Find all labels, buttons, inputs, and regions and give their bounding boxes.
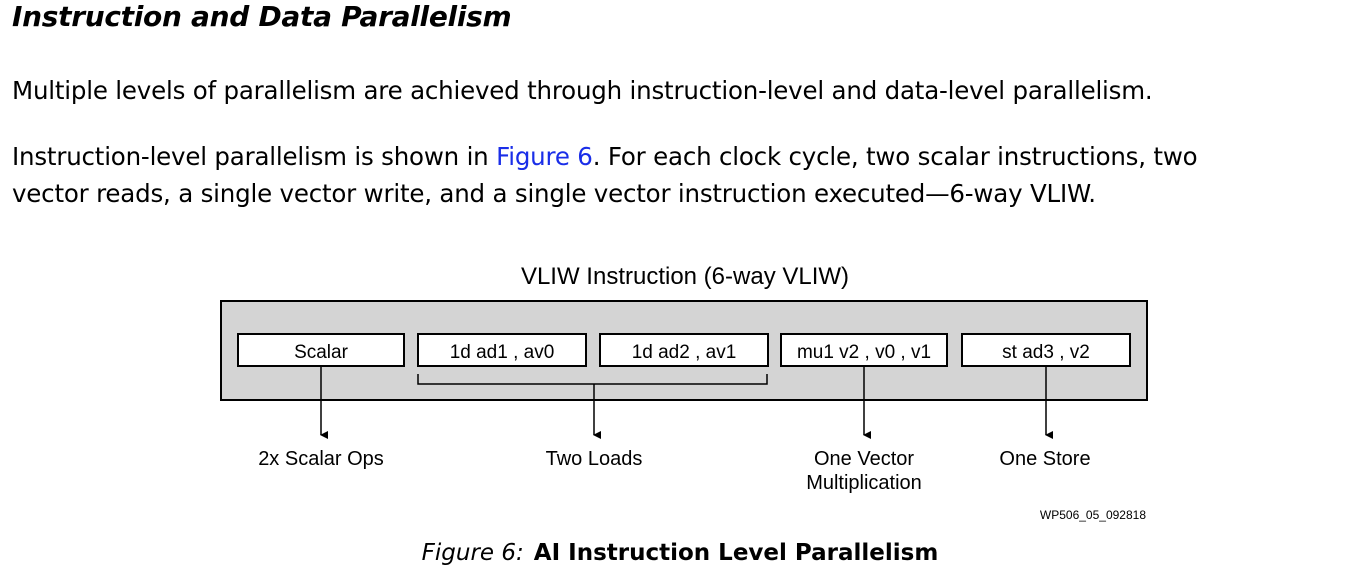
figure-title: VLIW Instruction (6-way VLIW) (521, 263, 849, 290)
slot-store (961, 333, 1131, 367)
figure-caption: Figure 6: AI Instruction Level Parallelis… (0, 540, 1360, 566)
caption-title: AI Instruction Level Parallelism (533, 540, 939, 566)
output-scalar-ops: 2x Scalar Ops (258, 448, 384, 470)
slot-scalar (237, 333, 405, 367)
section-heading: Instruction and Data Parallelism (12, 0, 512, 33)
output-one-store: One Store (999, 448, 1090, 470)
slot-load-1 (417, 333, 587, 367)
slot-scalar-label: Scalar (294, 342, 349, 363)
output-vector-mult-line1: One Vector (814, 448, 914, 470)
figure-6-link[interactable]: Figure 6 (496, 142, 593, 171)
output-vector-mult-line2: Multiplication (806, 472, 922, 494)
paragraph-ilp-text-c: vector reads, a single vector write, and… (12, 179, 1096, 208)
output-two-loads: Two Loads (546, 448, 643, 470)
slot-vector-mult-label: mu1 v2 , v0 , v1 (797, 342, 931, 363)
slot-store-label: st ad3 , v2 (1002, 342, 1090, 363)
slot-load-1-label: 1d ad1 , av0 (450, 342, 555, 363)
paragraph-ilp: Instruction-level parallelism is shown i… (12, 138, 1198, 212)
paragraph-ilp-text-b: . For each clock cycle, two scalar instr… (592, 142, 1198, 171)
paragraph-ilp-text-a: Instruction-level parallelism is shown i… (12, 142, 497, 171)
paragraph-levels: Multiple levels of parallelism are achie… (12, 76, 1153, 105)
figure-id: WP506_05_092818 (1040, 508, 1146, 522)
caption-label: Figure 6: (421, 540, 524, 566)
loads-bracket (417, 374, 768, 385)
slot-load-2-label: 1d ad2 , av1 (632, 342, 737, 363)
slot-load-2 (599, 333, 769, 367)
slot-vector-mult (780, 333, 948, 367)
